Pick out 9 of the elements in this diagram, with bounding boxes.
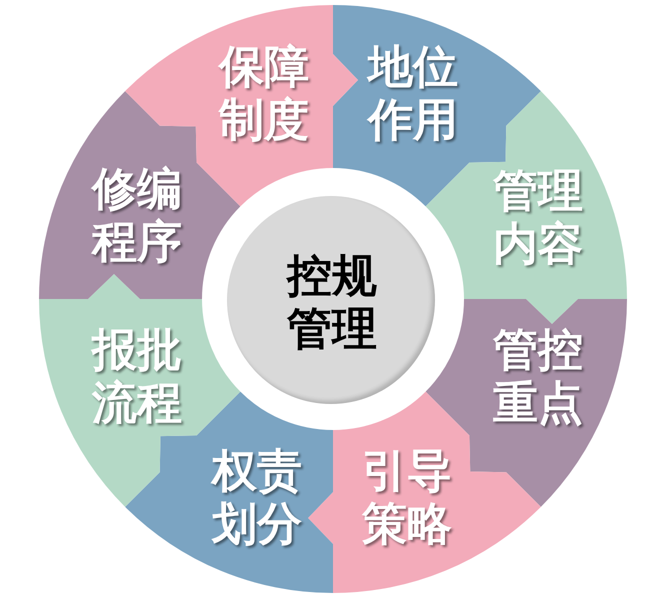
segment-label: 地位作用 — [367, 40, 459, 146]
segment-label: 报批流程 — [91, 323, 183, 429]
segment-label: 管理内容 — [492, 164, 584, 270]
segment-label: 修编程序 — [91, 162, 183, 268]
hub-label: 控规管理 — [286, 249, 378, 355]
segment-label: 管控重点 — [492, 323, 584, 429]
segment-label: 引导策略 — [361, 444, 453, 550]
segment-label: 保障制度 — [218, 40, 310, 146]
segment-label: 权责划分 — [211, 444, 303, 550]
